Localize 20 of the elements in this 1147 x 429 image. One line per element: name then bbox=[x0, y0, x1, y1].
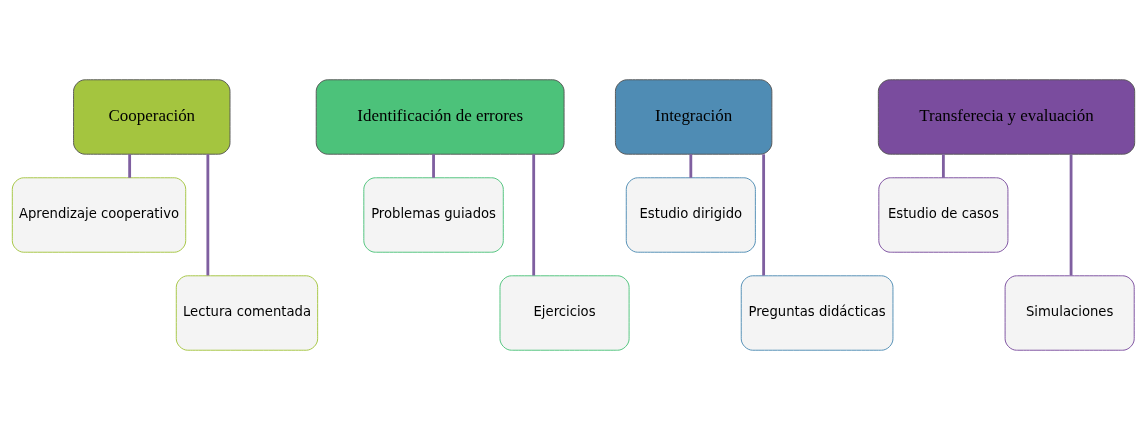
node-box: Aprendizaje cooperativo bbox=[11, 176, 187, 253]
connector bbox=[532, 153, 536, 275]
node-box: Simulaciones bbox=[1004, 274, 1135, 351]
node-box: Estudio de casos bbox=[878, 176, 1009, 253]
node-box: Estudio dirigido bbox=[625, 176, 756, 253]
node-box: Integración bbox=[614, 78, 773, 155]
connector bbox=[128, 153, 132, 178]
node-box: Problemas guiados bbox=[363, 176, 504, 253]
node-box: Ejercicios bbox=[499, 274, 630, 351]
node-box: Lectura comentada bbox=[175, 274, 319, 351]
connector bbox=[432, 153, 435, 178]
node-box: Preguntas didácticas bbox=[740, 274, 894, 351]
node-box: Identificación de errores bbox=[315, 78, 565, 155]
connector bbox=[941, 153, 945, 178]
connector bbox=[689, 153, 693, 178]
node-box: Cooperación bbox=[73, 78, 231, 155]
connector bbox=[762, 153, 766, 275]
node-box: Transferecia y evaluación bbox=[877, 78, 1136, 155]
connector bbox=[1069, 153, 1073, 275]
connector bbox=[206, 153, 210, 275]
